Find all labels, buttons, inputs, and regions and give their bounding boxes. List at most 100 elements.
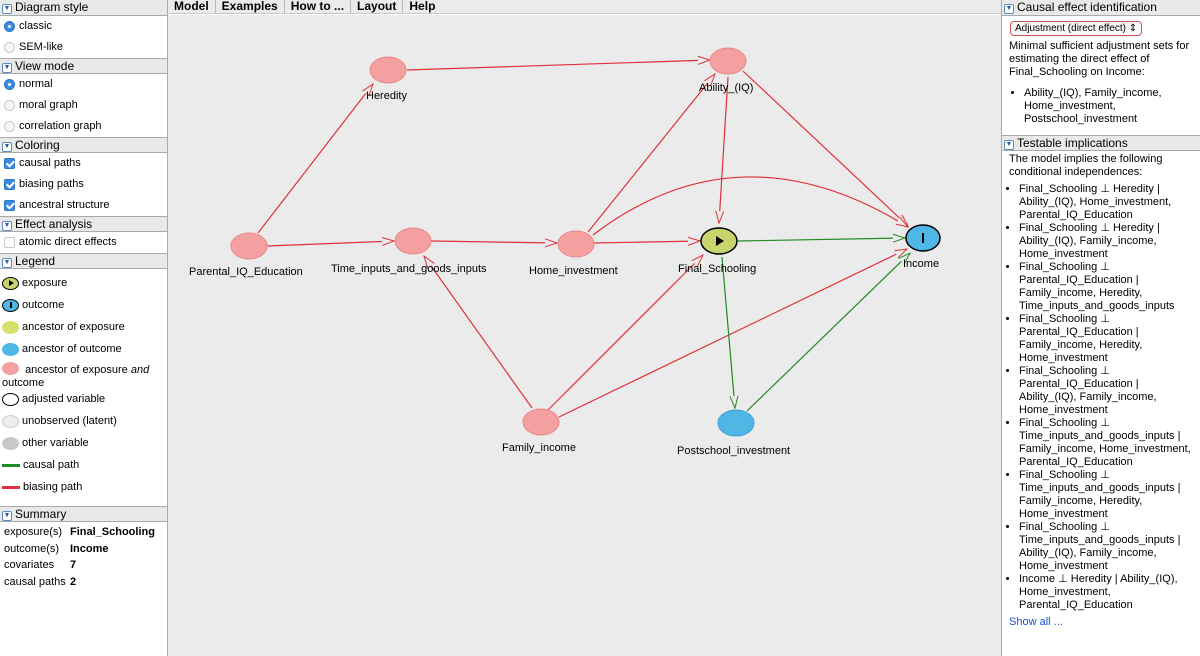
implication-item: Final_Schooling ⊥ Time_inputs_and_goods_…: [1019, 469, 1196, 521]
checkbox-icon[interactable]: [4, 179, 15, 190]
edge-family-final[interactable]: [547, 255, 703, 411]
legend-ancestor-both: ancestor of exposure and outcome: [2, 362, 150, 389]
implications-list: Final_Schooling ⊥ Heredity | Ability_(IQ…: [1002, 183, 1200, 612]
legend-ancestor-outcome: ancestor of outcome: [0, 338, 167, 360]
adjustment-sets: Ability_(IQ), Family_income, Home_invest…: [1002, 87, 1200, 126]
label-home: Home_investment: [529, 265, 618, 277]
causal-diagram[interactable]: Heredity Ability_(IQ) Parental_IQ_Educat…: [168, 15, 1001, 656]
edge-family-time[interactable]: [424, 256, 533, 409]
legend-biasing-path: biasing path: [0, 476, 167, 498]
edge-postschool-income[interactable]: [746, 253, 910, 412]
edge-parental-time[interactable]: [266, 241, 394, 247]
ancestor-exposure-icon: [2, 320, 19, 334]
checkbox-ancestral-structure[interactable]: ancestral structure: [0, 195, 167, 216]
implication-item: Final_Schooling ⊥ Parental_IQ_Education …: [1019, 261, 1196, 313]
adjusted-icon: [2, 392, 19, 406]
checkbox-causal-paths[interactable]: causal paths: [0, 153, 167, 174]
radio-moral-graph[interactable]: moral graph: [0, 95, 167, 116]
legend-outcome: outcome: [0, 294, 167, 316]
implication-item: Income ⊥ Heredity | Ability_(IQ), Home_i…: [1019, 573, 1196, 612]
summary-row: outcome(s)Income: [4, 542, 109, 555]
node-time-inputs[interactable]: [394, 227, 432, 255]
summary-table: exposure(s)Final_Schooling outcome(s)Inc…: [0, 522, 167, 596]
effect-analysis-header[interactable]: ▼Effect analysis: [0, 216, 167, 232]
edge-final-income[interactable]: [737, 238, 905, 241]
diagram-style-header[interactable]: ▼Diagram style: [0, 0, 167, 16]
summary-row: exposure(s)Final_Schooling: [4, 526, 155, 538]
biasing-path-line: [2, 485, 20, 489]
radio-classic[interactable]: classic: [0, 16, 167, 37]
collapse-icon[interactable]: ▼: [1004, 140, 1014, 150]
collapse-icon[interactable]: ▼: [2, 142, 12, 152]
ancestor-outcome-icon: [2, 342, 19, 356]
radio-sem-like[interactable]: SEM-like: [0, 37, 167, 58]
radio-icon[interactable]: [4, 42, 15, 53]
menu-how-to[interactable]: How to ...: [285, 0, 352, 13]
edge-time-home[interactable]: [430, 241, 557, 243]
coloring-header[interactable]: ▼Coloring: [0, 137, 167, 153]
menu-layout[interactable]: Layout: [351, 0, 404, 13]
checkbox-biasing-paths[interactable]: biasing paths: [0, 174, 167, 195]
checkbox-icon[interactable]: [4, 158, 15, 169]
legend-header[interactable]: ▼Legend: [0, 253, 167, 269]
checkbox-atomic-direct-effects[interactable]: atomic direct effects: [0, 232, 167, 253]
edge-home-income[interactable]: [592, 176, 908, 236]
label-family: Family_income: [502, 442, 576, 454]
node-home[interactable]: [557, 230, 595, 258]
radio-icon[interactable]: [4, 79, 15, 90]
select-arrows-icon: ⇕: [1128, 23, 1138, 34]
label-parental: Parental_IQ_Education: [189, 266, 303, 278]
show-all-link[interactable]: Show all ...: [1009, 616, 1063, 628]
node-ability[interactable]: [709, 47, 747, 75]
testable-implications-header[interactable]: ▼Testable implications: [1002, 135, 1200, 151]
label-final-schooling: Final_Schooling: [678, 263, 756, 275]
view-mode-header[interactable]: ▼View mode: [0, 58, 167, 74]
implication-item: Final_Schooling ⊥ Parental_IQ_Education …: [1019, 365, 1196, 417]
menu-help[interactable]: Help: [409, 0, 436, 13]
checkbox-icon[interactable]: [4, 200, 15, 211]
edge-heredity-ability[interactable]: [406, 60, 710, 71]
node-family[interactable]: [522, 408, 560, 436]
collapse-icon[interactable]: ▼: [2, 258, 12, 268]
node-postschool[interactable]: [717, 409, 755, 437]
radio-icon[interactable]: [4, 121, 15, 132]
adjustment-intro: Minimal sufficient adjustment sets for e…: [1009, 40, 1190, 78]
node-parental[interactable]: [230, 232, 268, 260]
edge-home-final[interactable]: [593, 241, 700, 243]
legend-other: other variable: [0, 432, 167, 454]
menu-bar: Model Examples How to ... Layout Help: [168, 0, 1001, 14]
label-heredity: Heredity: [366, 90, 407, 102]
legend-adjusted: adjusted variable: [0, 388, 167, 410]
legend-unobserved: unobserved (latent): [0, 410, 167, 432]
collapse-icon[interactable]: ▼: [2, 4, 12, 14]
effect-type-select[interactable]: Adjustment (direct effect) ⇕: [1010, 21, 1143, 36]
edge-final-postschool[interactable]: [721, 256, 735, 408]
adjustment-set: Ability_(IQ), Family_income, Home_invest…: [1024, 87, 1200, 126]
edge-home-ability[interactable]: [587, 74, 715, 233]
checkbox-icon[interactable]: [4, 237, 15, 248]
label-time-inputs: Time_inputs_and_goods_inputs: [331, 263, 487, 275]
edge-ability-income[interactable]: [742, 70, 908, 226]
play-icon: [716, 236, 724, 246]
collapse-icon[interactable]: ▼: [1004, 4, 1014, 14]
legend-exposure: exposure: [0, 272, 167, 294]
radio-normal[interactable]: normal: [0, 74, 167, 95]
edge-family-income[interactable]: [558, 249, 907, 418]
collapse-icon[interactable]: ▼: [2, 511, 12, 521]
causal-path-line: [2, 463, 20, 467]
menu-model[interactable]: Model: [168, 0, 216, 13]
radio-icon[interactable]: [4, 21, 15, 32]
causal-effect-header[interactable]: ▼Causal effect identification: [1002, 0, 1200, 16]
radio-correlation-graph[interactable]: correlation graph: [0, 116, 167, 137]
collapse-icon[interactable]: ▼: [2, 221, 12, 231]
radio-icon[interactable]: [4, 100, 15, 111]
label-income: Income: [903, 258, 939, 270]
edge-parental-heredity[interactable]: [257, 84, 373, 234]
node-heredity[interactable]: [369, 56, 407, 84]
collapse-icon[interactable]: ▼: [2, 63, 12, 73]
implication-item: Final_Schooling ⊥ Time_inputs_and_goods_…: [1019, 521, 1196, 573]
diagram-canvas[interactable]: Heredity Ability_(IQ) Parental_IQ_Educat…: [168, 15, 1001, 656]
edge-ability-final[interactable]: [719, 76, 729, 223]
menu-examples[interactable]: Examples: [216, 0, 285, 13]
summary-header[interactable]: ▼Summary: [0, 506, 167, 522]
